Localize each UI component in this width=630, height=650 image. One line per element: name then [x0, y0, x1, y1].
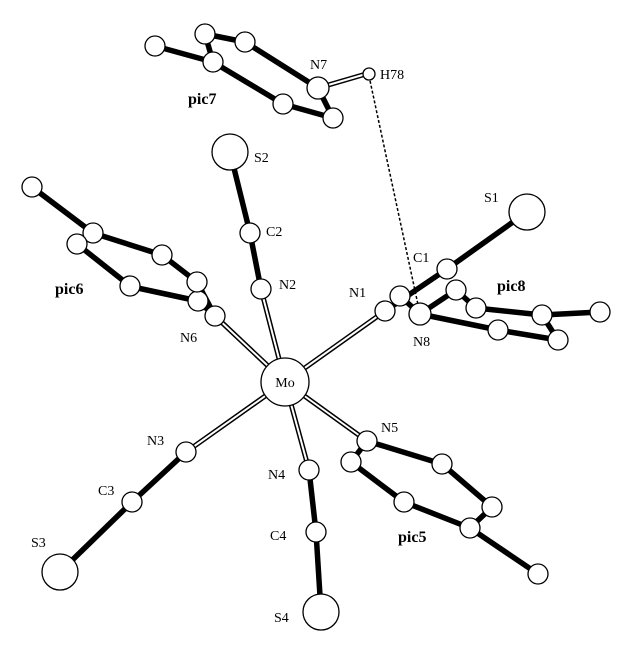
atom-pic6-c [151, 244, 173, 266]
atom-pic8-c [445, 279, 467, 301]
atom-n7 [306, 76, 330, 100]
label-n7: N7 [310, 58, 327, 73]
hydrogen-bond-h78-n8 [368, 75, 421, 315]
label-s3: S3 [31, 536, 46, 551]
atom-c1 [436, 258, 458, 280]
ligand-labels: pic5 pic6 pic7 pic8 [55, 91, 525, 546]
atom-s2 [211, 133, 249, 171]
atom-pic5-c [431, 453, 453, 475]
label-c3: C3 [98, 484, 114, 499]
label-s2: S2 [254, 151, 269, 166]
label-pic8: pic8 [497, 278, 525, 295]
atom-c2 [239, 222, 261, 244]
label-n1: N1 [349, 286, 366, 301]
label-n4: N4 [268, 468, 285, 483]
atom-pic5-c [340, 451, 362, 473]
atom-c4 [305, 521, 327, 543]
atom-pic8-c [487, 319, 509, 341]
label-n2: N2 [279, 278, 296, 293]
atom-pic5-c [459, 517, 481, 539]
mo-coordination-bonds [184, 71, 387, 471]
label-mo: Mo [275, 376, 294, 391]
atoms [21, 23, 611, 631]
atom-s3 [41, 553, 79, 591]
atom-n4 [298, 459, 320, 481]
atom-pic7-c [322, 107, 344, 129]
atom-h78 [362, 67, 376, 81]
label-pic7: pic7 [188, 91, 216, 108]
label-h78: H78 [380, 68, 404, 83]
atom-s4 [302, 593, 340, 631]
label-pic6: pic6 [55, 281, 83, 298]
atom-labels: Mo N1 N2 N3 N4 N5 N6 N7 N8 C1 C2 C3 C4 S… [31, 58, 499, 626]
atom-pic8-c [531, 304, 553, 326]
atom-pic8-methyl [589, 301, 611, 323]
label-s1: S1 [484, 191, 499, 206]
atom-pic7-methyl [144, 35, 166, 57]
bond-n3-c3 [129, 449, 189, 505]
label-n5: N5 [381, 421, 398, 436]
atom-mo [260, 357, 310, 407]
atom-s1 [508, 193, 546, 231]
atom-pic8-c [465, 297, 487, 319]
label-c2: C2 [266, 225, 282, 240]
label-n6: N6 [180, 331, 197, 346]
atom-pic6-c [66, 233, 88, 255]
atom-n1 [374, 300, 396, 322]
atom-pic6-c [186, 271, 208, 293]
atom-pic5-c [393, 491, 415, 513]
label-c4: C4 [270, 529, 286, 544]
label-c1: C1 [413, 251, 429, 266]
atom-pic6-c [119, 275, 141, 297]
atom-n3 [175, 441, 197, 463]
atom-pic7-c [202, 51, 224, 73]
label-s4: S4 [274, 611, 289, 626]
atom-pic6-c [82, 222, 104, 244]
label-n3: N3 [147, 434, 164, 449]
atom-pic7-c [272, 93, 294, 115]
atom-pic5-c [481, 496, 503, 518]
atom-n6 [204, 305, 226, 327]
atom-pic5-methyl [527, 563, 549, 585]
atom-c3 [121, 491, 143, 513]
atom-n2 [250, 278, 272, 300]
atom-n5 [356, 430, 378, 452]
atom-pic7-c [234, 31, 256, 53]
label-n8: N8 [413, 335, 430, 350]
atom-pic7-c [194, 23, 216, 45]
atom-pic8-c [389, 285, 411, 307]
atom-pic6-methyl [21, 176, 43, 198]
label-pic5: pic5 [398, 529, 426, 546]
atom-pic6-c [187, 290, 209, 312]
atom-n8 [408, 302, 432, 326]
atom-pic8-c [547, 329, 569, 351]
